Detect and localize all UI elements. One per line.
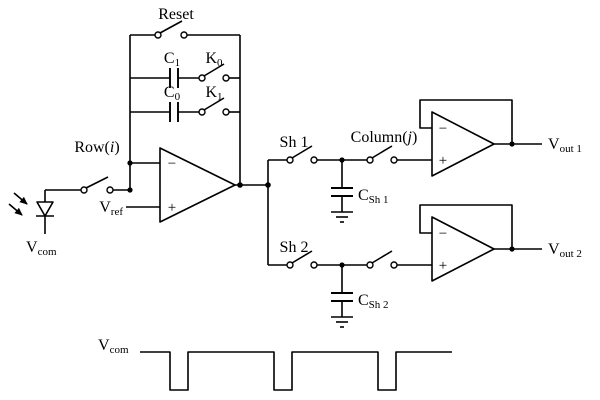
switch-contact <box>222 74 230 82</box>
vref-label: Vref <box>99 199 123 218</box>
switch-lever <box>291 250 313 264</box>
switch-lever <box>371 145 393 159</box>
switch-contact <box>198 108 206 116</box>
switch-contact <box>286 156 294 164</box>
csh2-label: CSh 2 <box>358 292 389 311</box>
switch-contact <box>180 31 188 39</box>
switch-lever <box>159 20 183 34</box>
column-switch-1 <box>366 145 432 164</box>
reset-switch <box>130 20 240 39</box>
switch-lever <box>203 63 225 77</box>
vout2-label: Vout 2 <box>548 241 582 260</box>
output-buffer-2: − + <box>419 204 542 282</box>
opamp-minus-sign: − <box>168 156 176 172</box>
vout1-label: Vout 1 <box>548 136 582 155</box>
opamp-plus-sign: + <box>439 153 447 169</box>
photodiode <box>36 190 54 234</box>
csh1-label: CSh 1 <box>358 187 389 206</box>
feedback-wire <box>419 99 513 144</box>
switch-k0 <box>178 63 240 82</box>
k1-label: K1 <box>205 84 222 103</box>
vcom-label: Vcom <box>26 239 57 258</box>
feedback-wire <box>419 204 513 249</box>
junction-dots <box>127 141 515 268</box>
k0-label: K0 <box>205 50 223 69</box>
switch-contact <box>310 156 318 164</box>
switch-contact <box>286 261 294 269</box>
switch-contact <box>198 74 206 82</box>
switch-contact <box>310 261 318 269</box>
opamp-plus-sign: + <box>439 258 447 274</box>
ground-icon <box>331 211 353 223</box>
ground-icon <box>331 316 353 328</box>
sh1-hold-capacitor <box>331 160 353 223</box>
opamp-plus-sign: + <box>168 200 176 216</box>
switch-lever <box>291 145 313 159</box>
switch-contact <box>390 261 398 269</box>
output-buffer-1: − + <box>419 99 542 177</box>
vcom-waveform <box>140 351 452 391</box>
opamp-minus-sign: − <box>439 121 447 137</box>
sh2-label: Sh 2 <box>280 239 309 256</box>
switch-contact <box>366 261 374 269</box>
switch-contact <box>222 108 230 116</box>
switch-contact <box>154 31 162 39</box>
column-label: Column(j) <box>351 129 418 146</box>
switch-contact <box>106 186 114 194</box>
opamp-minus-sign: − <box>439 226 447 242</box>
switch-lever <box>85 176 109 189</box>
sh1-label: Sh 1 <box>280 134 309 151</box>
switch-lever <box>203 97 225 111</box>
main-opamp: − + <box>126 147 236 223</box>
switch-contact <box>80 186 88 194</box>
switch-contact <box>390 156 398 164</box>
column-switch-2 <box>366 250 432 269</box>
sh2-hold-capacitor <box>331 265 353 328</box>
c0-label: C0 <box>164 84 181 103</box>
switch-k1 <box>178 97 240 116</box>
feedback-capacitor-c0 <box>130 102 179 122</box>
reset-label: Reset <box>158 6 194 23</box>
light-arrows-icon <box>8 192 28 216</box>
c1-label: C1 <box>164 50 180 69</box>
waveform-vcom-label: Vcom <box>98 337 129 356</box>
feedback-network <box>129 20 241 190</box>
switch-contact <box>366 156 374 164</box>
row-label: Row(i) <box>74 139 119 156</box>
row-switch <box>45 176 130 194</box>
switch-lever <box>371 250 393 264</box>
